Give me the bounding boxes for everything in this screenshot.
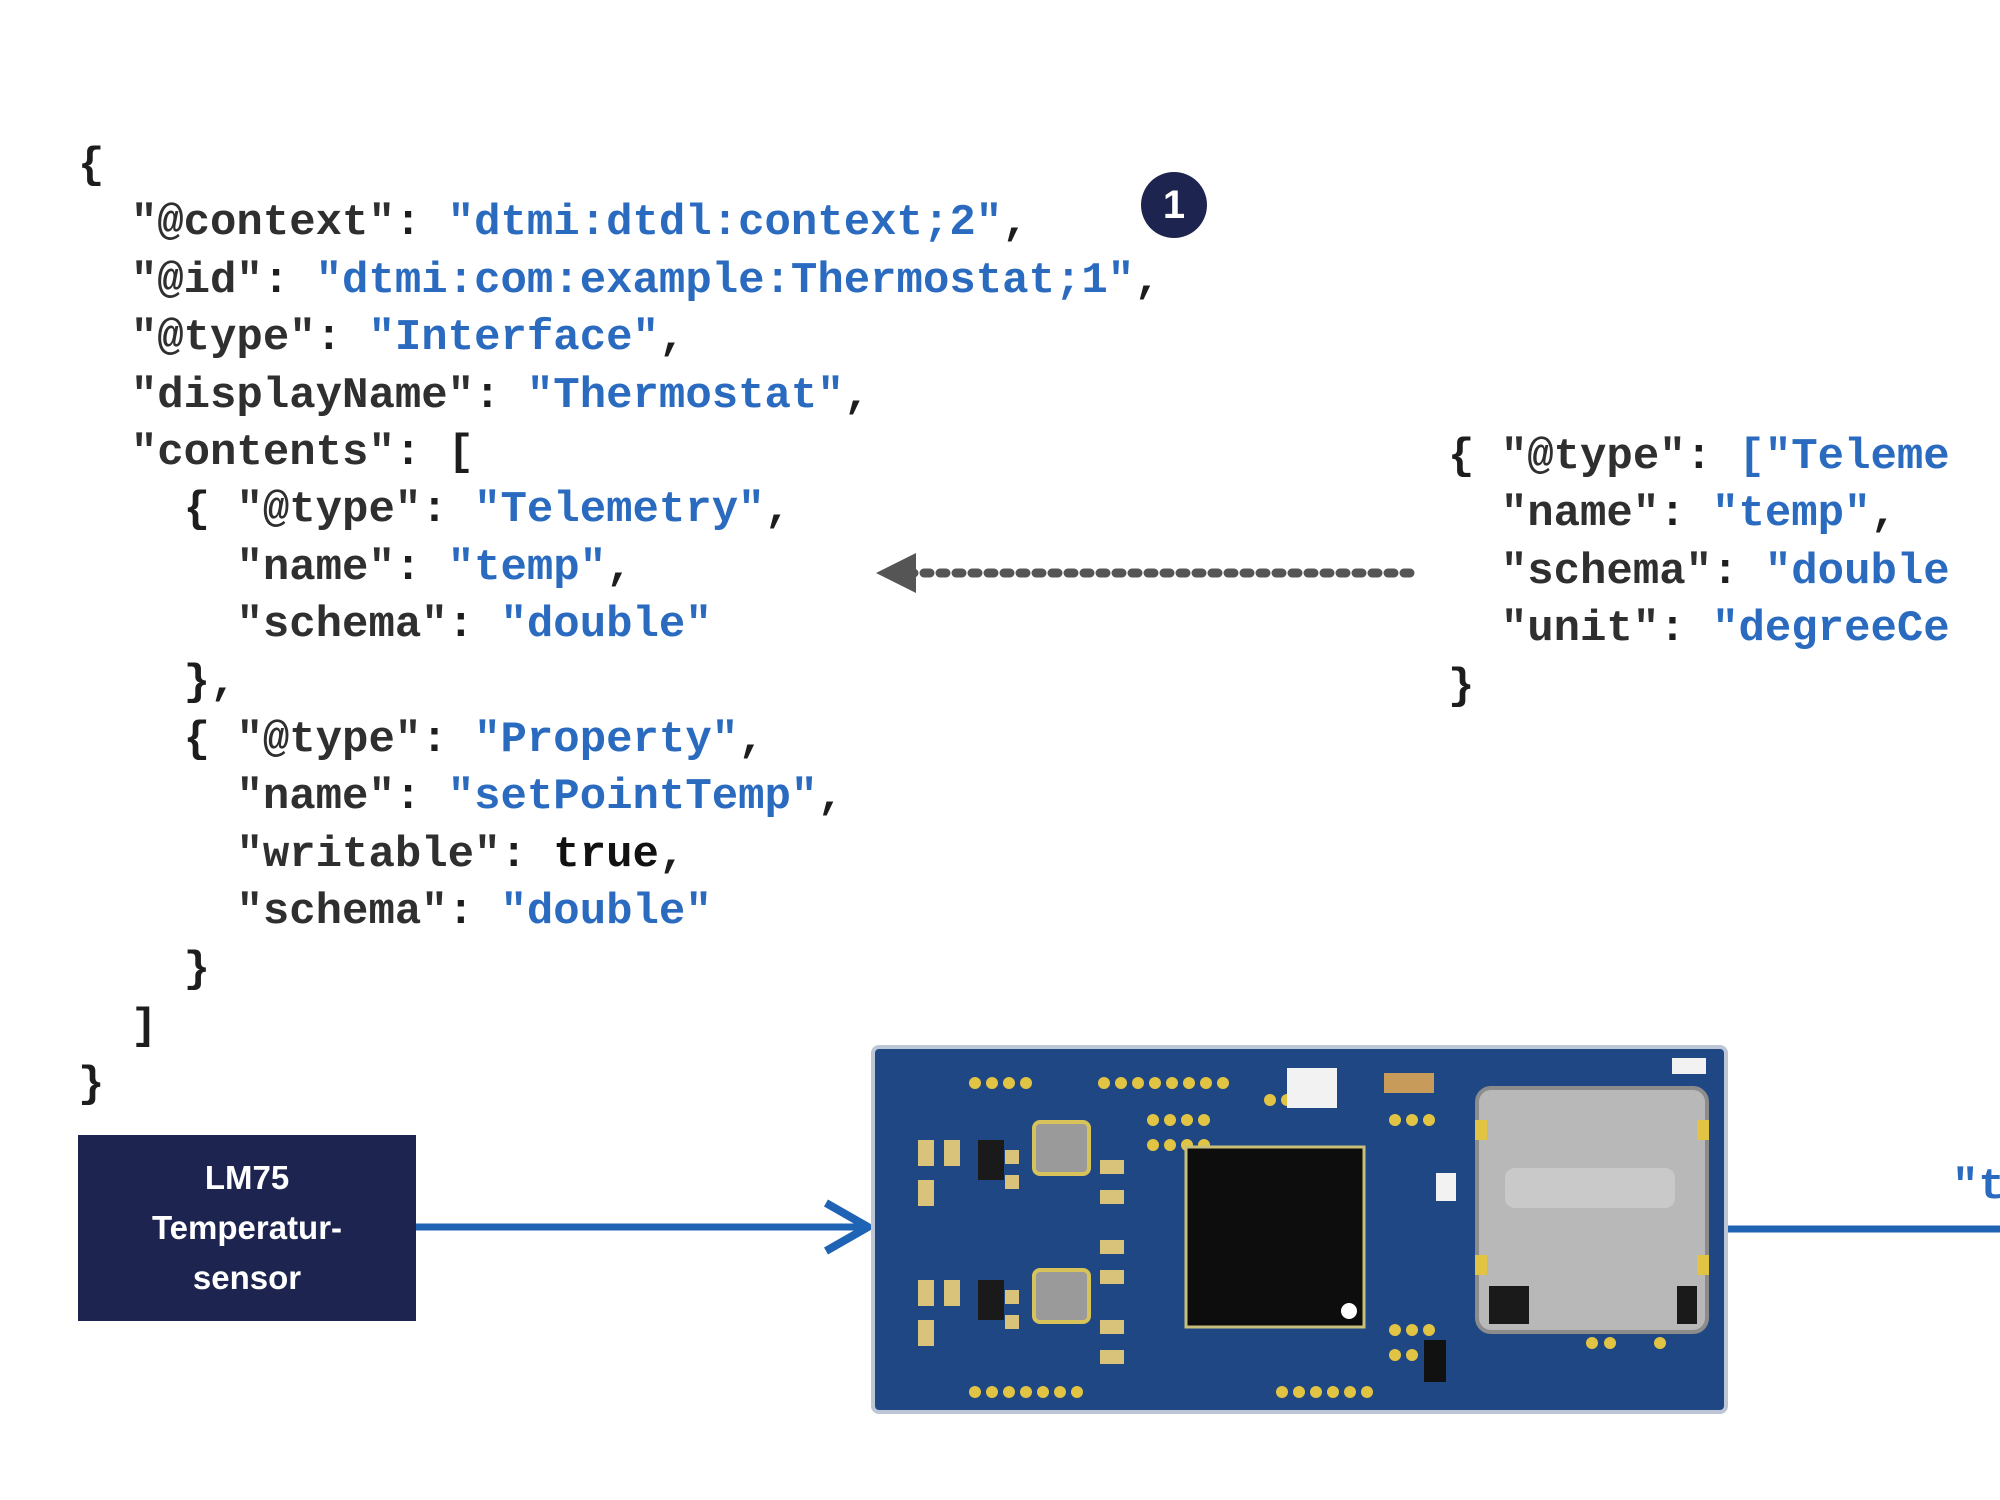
dtdl-interface-code: { "@context": "dtmi:dtdl:context;2", "@i… — [78, 141, 1161, 1110]
property-schema-key: "schema" — [236, 887, 448, 938]
id-key: "@id" — [130, 255, 263, 306]
side-close: } — [1448, 661, 1475, 712]
side-name-key: "name" — [1500, 489, 1660, 540]
right-edge-code-fragment: "t — [1952, 1162, 2000, 1212]
type-value: "Interface" — [368, 313, 659, 364]
property-writable-value: true — [553, 829, 659, 880]
property-type-value: "Property" — [474, 715, 739, 766]
side-schema-key: "schema" — [1500, 546, 1713, 597]
display-name-key: "displayName" — [130, 370, 475, 421]
type-key: "@type" — [130, 313, 316, 364]
side-unit-value: "degreeCe — [1712, 604, 1950, 655]
sensor-label: LM75 Temperatur- sensor — [151, 1159, 343, 1296]
contents-open-bracket: [ — [447, 428, 475, 479]
property-name-value: "setPointTemp" — [447, 772, 818, 823]
sensor-to-board-arrow — [416, 1199, 872, 1255]
pcb-board-image — [871, 1045, 1728, 1414]
property-schema-value: "double" — [500, 887, 712, 938]
dotted-arrow — [876, 553, 1415, 593]
telemetry-type-value: "Telemetry" — [474, 485, 765, 536]
telemetry-name-key: "name" — [236, 542, 395, 593]
telemetry-name-value: "temp" — [447, 542, 607, 593]
brace-close: } — [78, 1059, 105, 1110]
side-unit-key: "unit" — [1500, 604, 1660, 655]
telemetry-type-key: "@type" — [236, 485, 422, 536]
telemetry-schema-value: "double" — [500, 600, 712, 651]
side-schema-value: "double — [1764, 546, 1950, 597]
contents-close-bracket: ] — [130, 1002, 158, 1053]
step-marker-1: 1 — [1141, 172, 1207, 238]
property-close: } — [183, 944, 211, 995]
contents-key: "contents" — [130, 428, 395, 479]
property-name-key: "name" — [236, 772, 395, 823]
display-name-value: "Thermostat" — [526, 370, 844, 421]
side-type-key: "@type" — [1500, 432, 1686, 482]
context-key: "@context" — [130, 198, 395, 249]
property-writable-key: "writable" — [236, 829, 501, 880]
id-value: "dtmi:com:example:Thermostat;1" — [315, 255, 1135, 306]
lm75-sensor-box: LM75 Temperatur- sensor — [78, 1135, 416, 1321]
context-value: "dtmi:dtdl:context;2" — [447, 198, 1003, 249]
side-name-value: "temp" — [1712, 489, 1871, 540]
brace-open: { — [78, 141, 105, 191]
telemetry-detail-code: { "@type": ["Teleme "name": "temp", "sch… — [1448, 432, 1950, 712]
property-type-key: "@type" — [236, 715, 422, 766]
telemetry-close: }, — [183, 657, 237, 708]
telemetry-schema-key: "schema" — [236, 600, 448, 651]
side-type-value: ["Teleme — [1738, 432, 1950, 482]
